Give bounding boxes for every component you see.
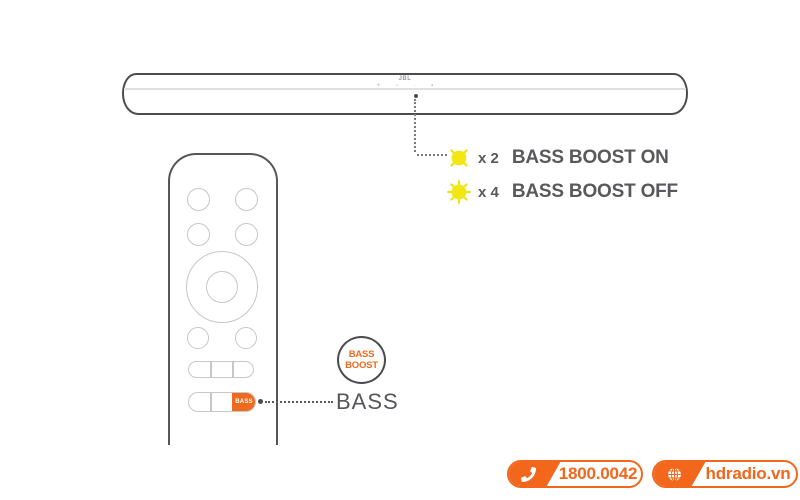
remote-button-top-left [187, 188, 210, 211]
soundbar-brand-logo: JBL [398, 76, 412, 82]
indicator-connector-horizontal [417, 154, 447, 156]
soundbar-control-mark: − [395, 83, 399, 89]
soundbar-seam-line [124, 88, 686, 90]
rocker-divider [210, 362, 212, 377]
phone-badge-accent [509, 462, 561, 486]
footer-phone-badge: 1800.0042 [507, 460, 643, 488]
soundbar-control-marks: + − · ▪ [377, 83, 433, 89]
indicator-connector-vertical [414, 99, 416, 152]
remote-dpad-center-button [206, 271, 238, 303]
remote-dpad [186, 251, 258, 323]
sun-flash-icon [447, 180, 471, 204]
remote-rocker-lower: BASS [188, 392, 256, 412]
remote-button-mid-left [187, 223, 210, 246]
remote-button-top-right [235, 188, 258, 211]
bass-callout-dot [258, 399, 263, 404]
soundbar-control-mark: + [376, 83, 381, 89]
soundbar-led-indicator [414, 94, 418, 98]
indicator-state-row: x 4 BASS BOOST OFF [446, 178, 678, 206]
state-label: BASS BOOST ON [511, 147, 669, 168]
bass-callout-line [265, 401, 333, 403]
website-url: hdradio.vn [705, 464, 791, 483]
sun-flash-icon [450, 149, 468, 167]
bass-boost-badge-line2: BOOST [345, 360, 378, 371]
globe-icon [668, 467, 681, 481]
bass-boost-badge-line1: BASS [348, 349, 375, 360]
flash-count: x 4 [478, 183, 499, 201]
state-label: BASS BOOST OFF [511, 181, 678, 202]
bass-boost-badge: BASS BOOST [337, 336, 386, 384]
website-badge-accent [654, 462, 706, 486]
bass-callout-label: BASS [336, 389, 399, 414]
bass-button: BASS [232, 393, 255, 411]
remote-control: BASS [168, 153, 278, 445]
soundbar-control-mark: ▪ [430, 83, 434, 89]
soundbar: JBL + − · ▪ [122, 73, 688, 115]
rocker-divider [210, 393, 212, 411]
soundbar-control-mark: · [413, 83, 416, 89]
phone-icon [521, 466, 536, 482]
rocker-divider [232, 362, 234, 377]
flash-count: x 2 [478, 149, 499, 167]
phone-number: 1800.0042 [558, 464, 638, 483]
remote-rocker-upper [188, 361, 254, 378]
indicator-state-row: x 2 BASS BOOST ON [446, 144, 669, 172]
remote-button-lower-right [235, 327, 257, 349]
remote-button-lower-left [187, 327, 209, 349]
remote-button-mid-right [235, 223, 258, 246]
footer-website-badge: hdradio.vn [652, 460, 798, 488]
